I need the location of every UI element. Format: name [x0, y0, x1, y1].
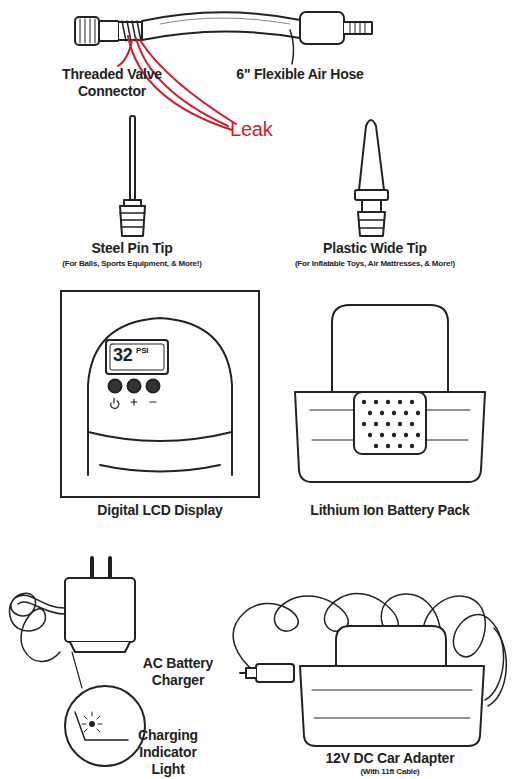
- part-label: Plastic Wide Tip: [300, 240, 450, 257]
- steel-pin-tip: [120, 116, 145, 236]
- plastic-wide-tip: [355, 120, 388, 236]
- leak-callout: Leak: [230, 117, 290, 141]
- part-label: 6" Flexible Air Hose: [212, 66, 388, 83]
- part-label: 12V DC Car Adapter: [285, 750, 495, 767]
- frame-border: [60, 290, 260, 498]
- car-adapter: [233, 593, 506, 746]
- pump-head: [88, 318, 232, 475]
- part-label: Charging Indicator Light: [126, 727, 210, 777]
- part-label: AC Battery Charger: [133, 655, 223, 689]
- air-hose: [75, 12, 372, 64]
- sub-caption: (With 11ft Cable): [285, 767, 495, 777]
- lcd-unit: PSI: [136, 346, 166, 356]
- battery-pack: [295, 305, 485, 482]
- part-label: Lithium Ion Battery Pack: [285, 502, 495, 519]
- display-frame: Digital LCD Display: [60, 290, 260, 522]
- part-label: Digital LCD Display: [60, 502, 260, 518]
- sub-caption: (For Balls, Sports Equipment, & More!): [12, 259, 252, 269]
- part-label: Threaded Valve Connector: [52, 66, 172, 100]
- part-label: Steel Pin Tip: [62, 240, 202, 257]
- ac-charger: [10, 558, 145, 766]
- sub-caption: (For Inflatable Toys, Air Mattresses, & …: [250, 259, 500, 269]
